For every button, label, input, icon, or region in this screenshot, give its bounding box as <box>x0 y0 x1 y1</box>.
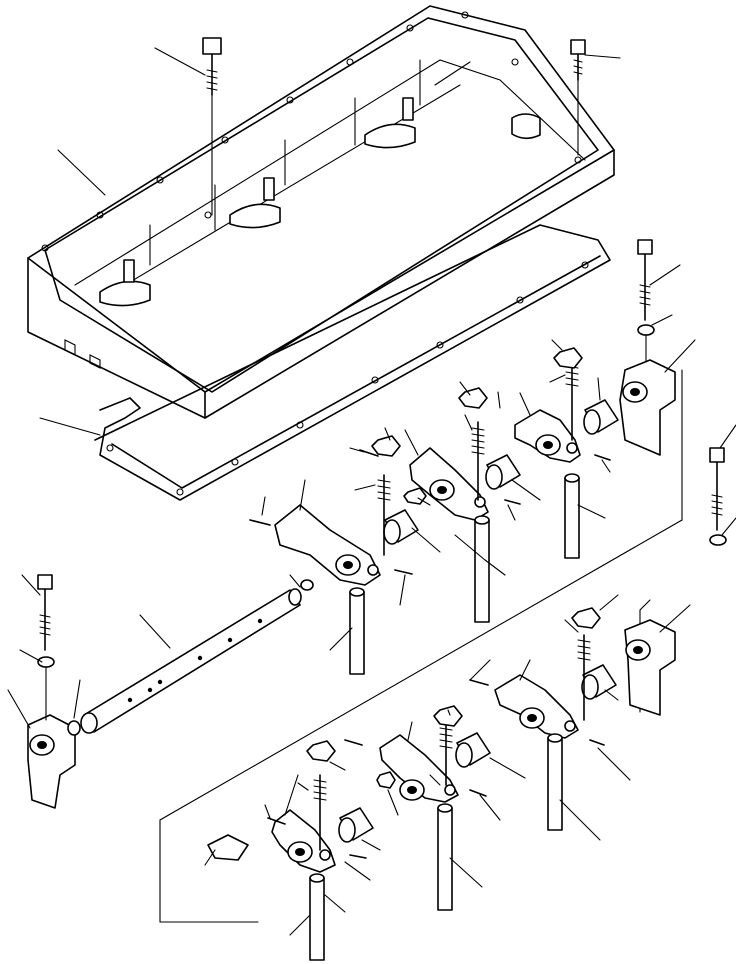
valve-cover-icon <box>27 5 615 419</box>
set-screw-icon <box>249 449 611 859</box>
rocker-arm-icon <box>379 734 459 803</box>
bolt-icon <box>37 574 55 721</box>
washer-icon <box>637 324 655 336</box>
rocker-arm-icon <box>494 674 579 739</box>
washer-icon <box>709 534 727 546</box>
bolt-icon <box>709 447 727 546</box>
washer-icon <box>37 656 55 668</box>
spacer-block-icon <box>207 834 249 861</box>
rocker-arm-icon <box>271 809 336 873</box>
assembly-boundary <box>159 369 683 923</box>
rocker-arm-icon <box>409 447 489 521</box>
bolt-icon <box>202 37 222 216</box>
bracket-icon <box>619 359 676 456</box>
gasket-icon <box>94 224 611 501</box>
bracket-icon <box>27 714 76 809</box>
callout-leaders <box>7 47 736 936</box>
bushing-icon <box>338 399 619 843</box>
push-rod-icon <box>309 473 580 961</box>
snap-ring-icon <box>67 720 81 736</box>
rocker-arm-icon <box>274 504 381 586</box>
bolt-icon <box>570 39 586 156</box>
rocker-arm-icon <box>514 409 581 463</box>
plug-icon <box>300 579 314 591</box>
bracket-icon <box>624 619 676 716</box>
shaft-icon <box>80 579 314 734</box>
bolt-icon <box>637 239 655 363</box>
